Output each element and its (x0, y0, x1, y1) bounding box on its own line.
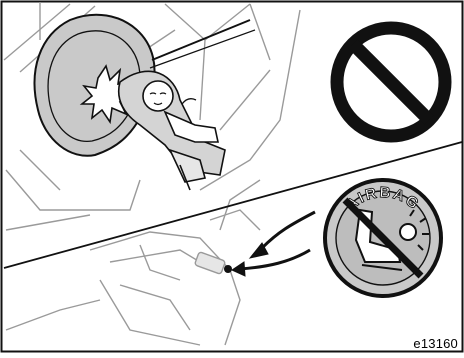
airbag-warning-label-icon: AIRBAG (325, 180, 441, 296)
figure-code: e13160 (413, 336, 458, 351)
indicator-lamp (224, 265, 232, 273)
no-entry-sign-icon (337, 28, 445, 136)
